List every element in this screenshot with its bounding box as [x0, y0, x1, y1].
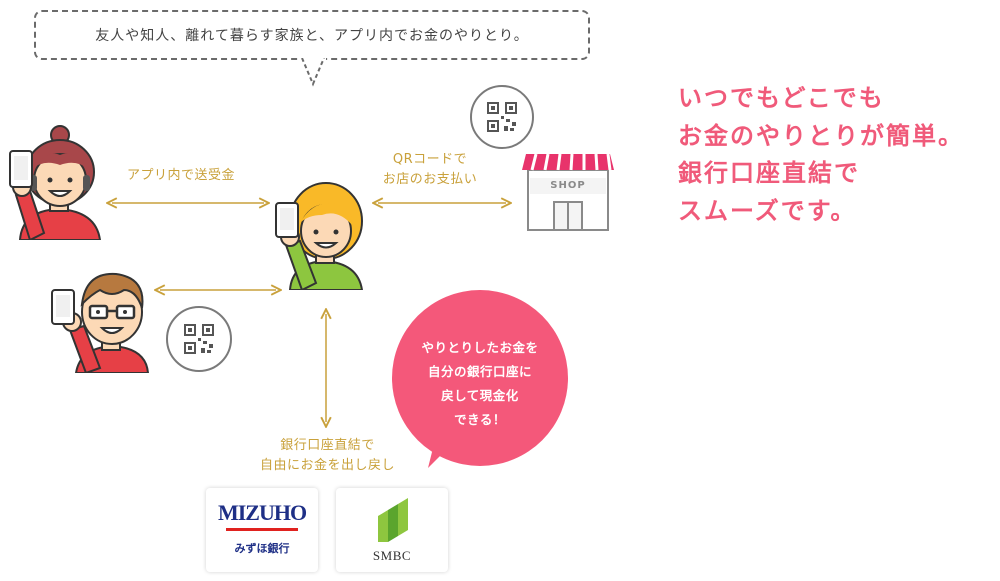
man-glasses-icon	[51, 272, 150, 373]
pink-bubble	[392, 290, 568, 466]
headline-line-4: スムーズです。	[678, 196, 857, 225]
qr-code-icon	[184, 324, 214, 354]
headline-line-2: お金のやりとりが簡単。	[678, 121, 964, 150]
shop-icon	[522, 153, 614, 231]
mizuho-subtitle: みずほ銀行	[234, 542, 290, 555]
woman-bun-icon	[9, 125, 102, 240]
mizuho-logo-line	[226, 528, 298, 531]
speech-bubble-text: 友人や知人、離れて暮らす家族と、アプリ内でお金のやりとり。	[95, 28, 529, 44]
label-bank-line1: 銀行口座直結で	[280, 438, 375, 453]
smbc-logo-icon	[378, 498, 408, 542]
label-qr-line2: お店のお支払い	[382, 172, 478, 187]
headline: いつでもどこでも お金のやりとりが簡単。 銀行口座直結で スムーズです。	[678, 80, 998, 230]
headline-line-3: 銀行口座直結で	[678, 159, 860, 187]
qr-code-icon	[487, 102, 517, 132]
pink-line-1: やりとりしたお金を	[421, 340, 539, 355]
label-bank-connection: 銀行口座直結で 自由にお金を出し戻し	[240, 436, 415, 476]
label-bank-line2: 自由にお金を出し戻し	[259, 458, 395, 473]
label-qr-payment: QRコードで お店のお支払い	[370, 150, 490, 190]
pink-bubble-text: やりとりしたお金を 自分の銀行口座に 戻して現金化 できる！	[392, 336, 568, 432]
speech-bubble-tail	[300, 58, 326, 87]
pink-line-4: できる！	[454, 412, 506, 427]
woman-center-icon	[275, 182, 364, 290]
pink-line-3: 戻して現金化	[441, 388, 519, 403]
pink-line-2: 自分の銀行口座に	[427, 364, 532, 379]
smbc-logo-text: SMBC	[372, 548, 412, 563]
headline-line-1: いつでもどこでも	[678, 84, 885, 112]
mizuho-logo: MIZUHO	[217, 500, 307, 525]
label-app-transfer: アプリ内で送受金	[127, 168, 236, 183]
shop-sign: SHOP	[550, 180, 586, 191]
label-qr-line1: QRコードで	[392, 152, 468, 167]
